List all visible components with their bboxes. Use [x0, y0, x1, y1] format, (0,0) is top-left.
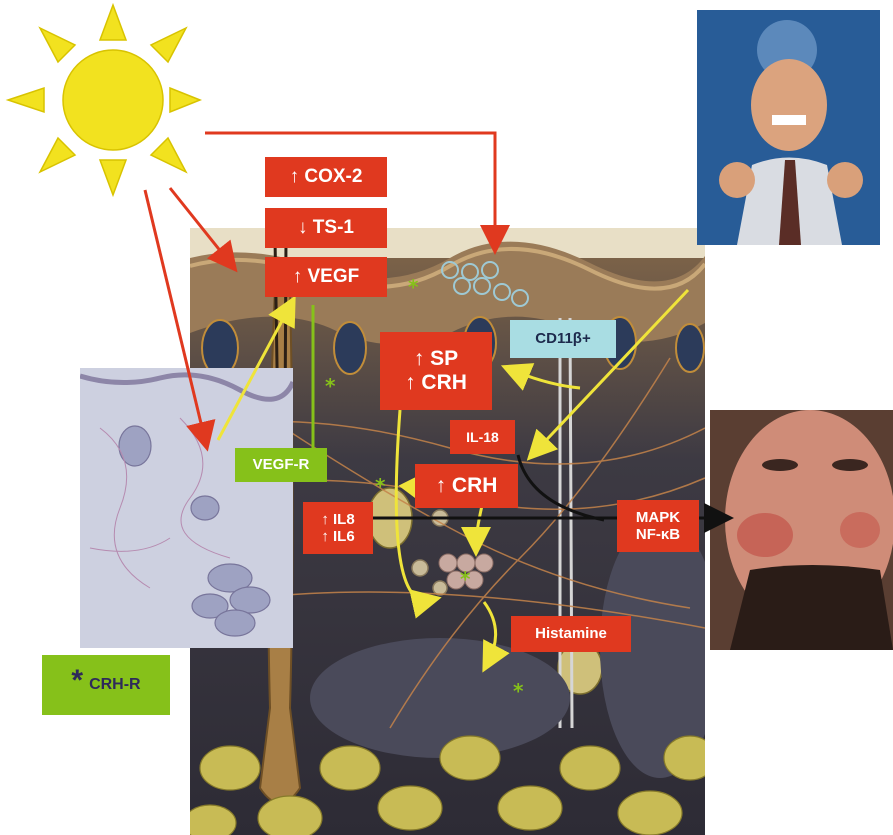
sun-to-skin-arrow	[170, 188, 230, 263]
cd11b-to-sp-arrow	[512, 370, 580, 388]
il8-il6-label: ↑ IL8 ↑ IL6	[303, 502, 373, 554]
cox2-label: ↑ COX-2	[265, 157, 387, 197]
crh-label: ↑ CRH	[415, 464, 518, 508]
ts1-label: ↓ TS-1	[265, 208, 387, 248]
vegf-arrow	[218, 306, 290, 440]
crh-r-legend-text: CRH-R	[89, 676, 141, 694]
histamine-label: Histamine	[511, 616, 631, 652]
il18-to-mapk-line	[518, 455, 604, 520]
crh-r-legend-star: *	[71, 666, 83, 696]
cd11b-label: CD11β+	[510, 320, 616, 358]
vegfr-label: VEGF-R	[235, 448, 327, 482]
sun-to-histology-arrow	[145, 190, 205, 440]
stress-to-il18-arrow	[535, 290, 688, 452]
mapk-nfkb-label: MAPK NF-κB	[617, 500, 699, 552]
vegf-label: ↑ VEGF	[265, 257, 387, 297]
crh-r-legend: * CRH-R	[42, 655, 170, 715]
il18-label: IL-18	[450, 420, 515, 454]
histamine-arrow	[484, 602, 496, 662]
sp-crh-label: ↑ SP ↑ CRH	[380, 332, 492, 410]
